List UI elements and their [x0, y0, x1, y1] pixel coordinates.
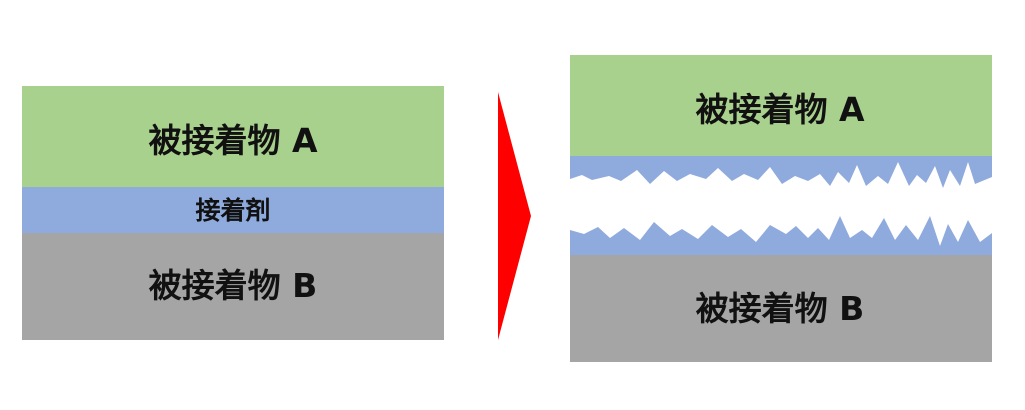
after-substrate-b — [570, 255, 992, 362]
before-stack: 被接着物 A 接着剤 被接着物 B — [22, 86, 444, 340]
after-substrate-a — [570, 55, 992, 156]
before-substrate-b — [22, 233, 444, 340]
after-substrate-b-label: 被接着物 B — [696, 289, 865, 328]
red-triangle-arrow-icon — [498, 92, 531, 340]
before-substrate-a-label: 被接着物 A — [148, 121, 317, 160]
before-adhesive-layer — [22, 187, 444, 233]
before-substrate-b-label: 被接着物 B — [149, 266, 318, 305]
after-upper-adhesive-fragment — [570, 156, 992, 188]
after-lower-adhesive-fragment — [570, 216, 992, 255]
before-adhesive-label: 接着剤 — [195, 196, 270, 225]
before-substrate-a — [22, 86, 444, 187]
after-substrate-a-label: 被接着物 A — [695, 90, 864, 129]
after-stack: 被接着物 A 被接着物 B — [570, 55, 992, 362]
